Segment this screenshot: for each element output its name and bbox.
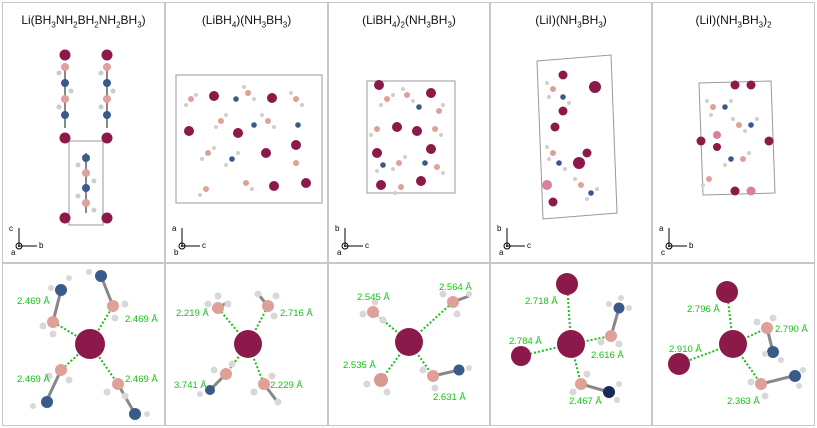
- panel-title-3: (LiBH4)2(NH3BH3): [362, 13, 456, 30]
- svg-text:3.741 Å: 3.741 Å: [174, 380, 207, 391]
- svg-text:2.631 Å: 2.631 Å: [433, 392, 466, 403]
- crystal-structure-4: [536, 54, 618, 220]
- svg-text:2.784 Å: 2.784 Å: [509, 336, 542, 347]
- coordination-panel-2: 2.219 Å 2.716 Å 3.741 Å 2.229 Å: [165, 263, 328, 426]
- amine-groups: [556, 94, 594, 196]
- structure-panel-4: (LiI)(NH3BH3) b a: [490, 2, 652, 263]
- structure-panel-3: (LiBH4)2(NH3BH3): [328, 2, 490, 263]
- hydrogen-atoms: [369, 87, 445, 195]
- svg-text:2.910 Å: 2.910 Å: [669, 344, 702, 355]
- molecule-chain-right: [98, 63, 116, 128]
- lithium-atoms: [542, 70, 601, 207]
- svg-text:2.469 Å: 2.469 Å: [125, 314, 158, 325]
- molecule-chain-center: [75, 153, 97, 213]
- hydrogen-atoms: [545, 81, 599, 201]
- lithium-atoms: [372, 80, 436, 190]
- svg-text:2.718 Å: 2.718 Å: [525, 296, 558, 307]
- svg-text:2.363 Å: 2.363 Å: [727, 396, 760, 407]
- hydrogen-atoms: [184, 85, 304, 197]
- svg-text:2.716 Å: 2.716 Å: [280, 308, 313, 319]
- svg-text:2.545 Å: 2.545 Å: [357, 292, 390, 303]
- coordination-panel-4: 2.718 Å 2.784 Å 2.616 Å 2.467 Å: [490, 263, 652, 426]
- amine-groups: [722, 104, 754, 162]
- lithium-atoms: [59, 49, 113, 224]
- panel-title-1: Li(BH3NH2BH2NH2BH3): [21, 13, 146, 30]
- axis-indicator-5: a c b: [659, 224, 694, 257]
- svg-text:2.616 Å: 2.616 Å: [591, 350, 624, 361]
- svg-text:2.564 Å: 2.564 Å: [439, 282, 472, 293]
- svg-text:2.469 Å: 2.469 Å: [17, 296, 50, 307]
- coordination-panel-1: 2.469 Å 2.469 Å 2.469 Å 2.469 Å: [2, 263, 165, 426]
- li-coordination-3: 2.545 Å 2.564 Å 2.535 Å 2.631 Å: [343, 282, 472, 403]
- svg-text:2.219 Å: 2.219 Å: [176, 308, 209, 319]
- lithium-atoms: [184, 91, 311, 191]
- structure-panel-1: Li(BH3NH2BH2NH2BH3): [2, 2, 165, 263]
- crystal-structure-2: [175, 74, 323, 204]
- hydrogen-atoms: [701, 99, 759, 187]
- li-coordination-4: 2.718 Å 2.784 Å 2.616 Å 2.467 Å: [509, 273, 632, 407]
- lithium-atoms: [696, 80, 774, 196]
- svg-text:2.535 Å: 2.535 Å: [343, 360, 376, 371]
- svg-text:2.469 Å: 2.469 Å: [125, 374, 158, 385]
- li-coordination-2: 2.219 Å 2.716 Å 3.741 Å 2.229 Å: [174, 290, 313, 406]
- axis-indicator-2: a b c: [172, 224, 206, 257]
- coordination-panel-5: 2.796 Å 2.790 Å 2.910 Å 2.363 Å: [652, 263, 815, 426]
- coordination-panel-3: 2.545 Å 2.564 Å 2.535 Å 2.631 Å: [328, 263, 490, 426]
- svg-text:2.229 Å: 2.229 Å: [270, 380, 303, 391]
- axis-indicator-1: c a b: [9, 224, 44, 257]
- svg-text:2.469 Å: 2.469 Å: [17, 374, 50, 385]
- borane-groups: [374, 92, 442, 190]
- svg-text:2.796 Å: 2.796 Å: [687, 304, 720, 315]
- crystal-structure-5: [696, 80, 776, 196]
- structure-panel-2: (LiBH4)(NH3BH3): [165, 2, 328, 263]
- li-coordination-1: 2.469 Å 2.469 Å 2.469 Å 2.469 Å: [17, 269, 158, 420]
- crystal-structure-3: [366, 80, 456, 195]
- amine-groups: [229, 96, 301, 162]
- borane-groups: [188, 90, 299, 192]
- svg-text:2.790 Å: 2.790 Å: [775, 324, 808, 335]
- amine-groups: [380, 104, 428, 168]
- svg-text:2.467 Å: 2.467 Å: [569, 396, 602, 407]
- panel-title-5: (LiI)(NH3BH3)2: [695, 13, 772, 30]
- molecule-chain-left: [56, 63, 74, 128]
- borane-groups: [550, 86, 584, 188]
- crystal-structure-1: [56, 49, 116, 226]
- panel-title-4: (LiI)(NH3BH3): [535, 13, 607, 30]
- axis-indicator-3: b a c: [335, 224, 369, 257]
- panel-title-2: (LiBH4)(NH3BH3): [201, 13, 292, 30]
- structure-panel-5: (LiI)(NH3BH3)2: [652, 2, 815, 263]
- axis-indicator-4: b a c: [497, 224, 531, 257]
- li-coordination-5: 2.796 Å 2.790 Å 2.910 Å 2.363 Å: [668, 281, 808, 407]
- borane-groups: [706, 104, 746, 182]
